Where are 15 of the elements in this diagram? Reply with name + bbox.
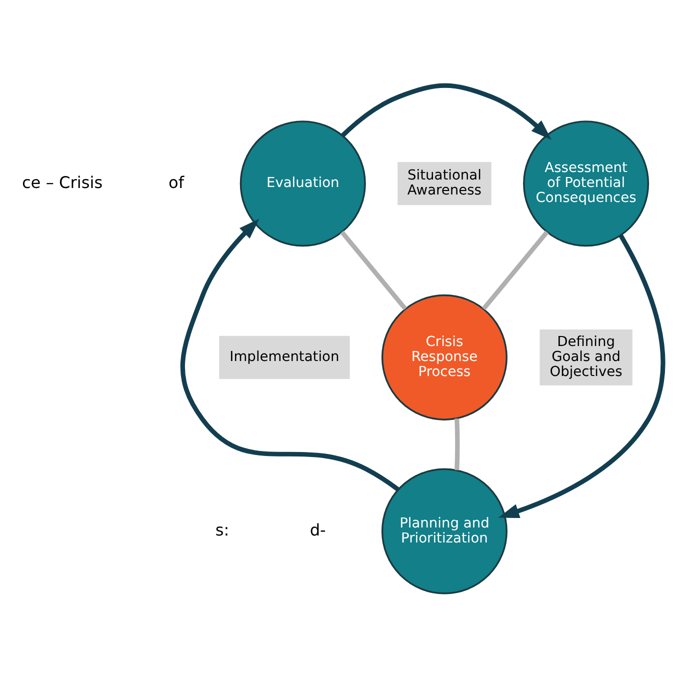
connector (340, 230, 408, 310)
node-circle: Crisis Response Process (381, 294, 508, 420)
connector (454, 418, 460, 470)
arrow (180, 218, 400, 492)
label: s: (215, 520, 230, 540)
label: of (168, 172, 184, 192)
node-box: Implementation (219, 336, 350, 379)
node-circle: Planning and Prioritization (381, 468, 508, 594)
label: ce – Crisis (22, 172, 103, 192)
node-box: Defining Goals and Objectives (540, 330, 632, 386)
connector (482, 230, 549, 310)
arrow (498, 234, 666, 518)
arrow (341, 83, 552, 140)
node-box: Situational Awareness (398, 162, 492, 206)
label: d- (310, 520, 326, 540)
